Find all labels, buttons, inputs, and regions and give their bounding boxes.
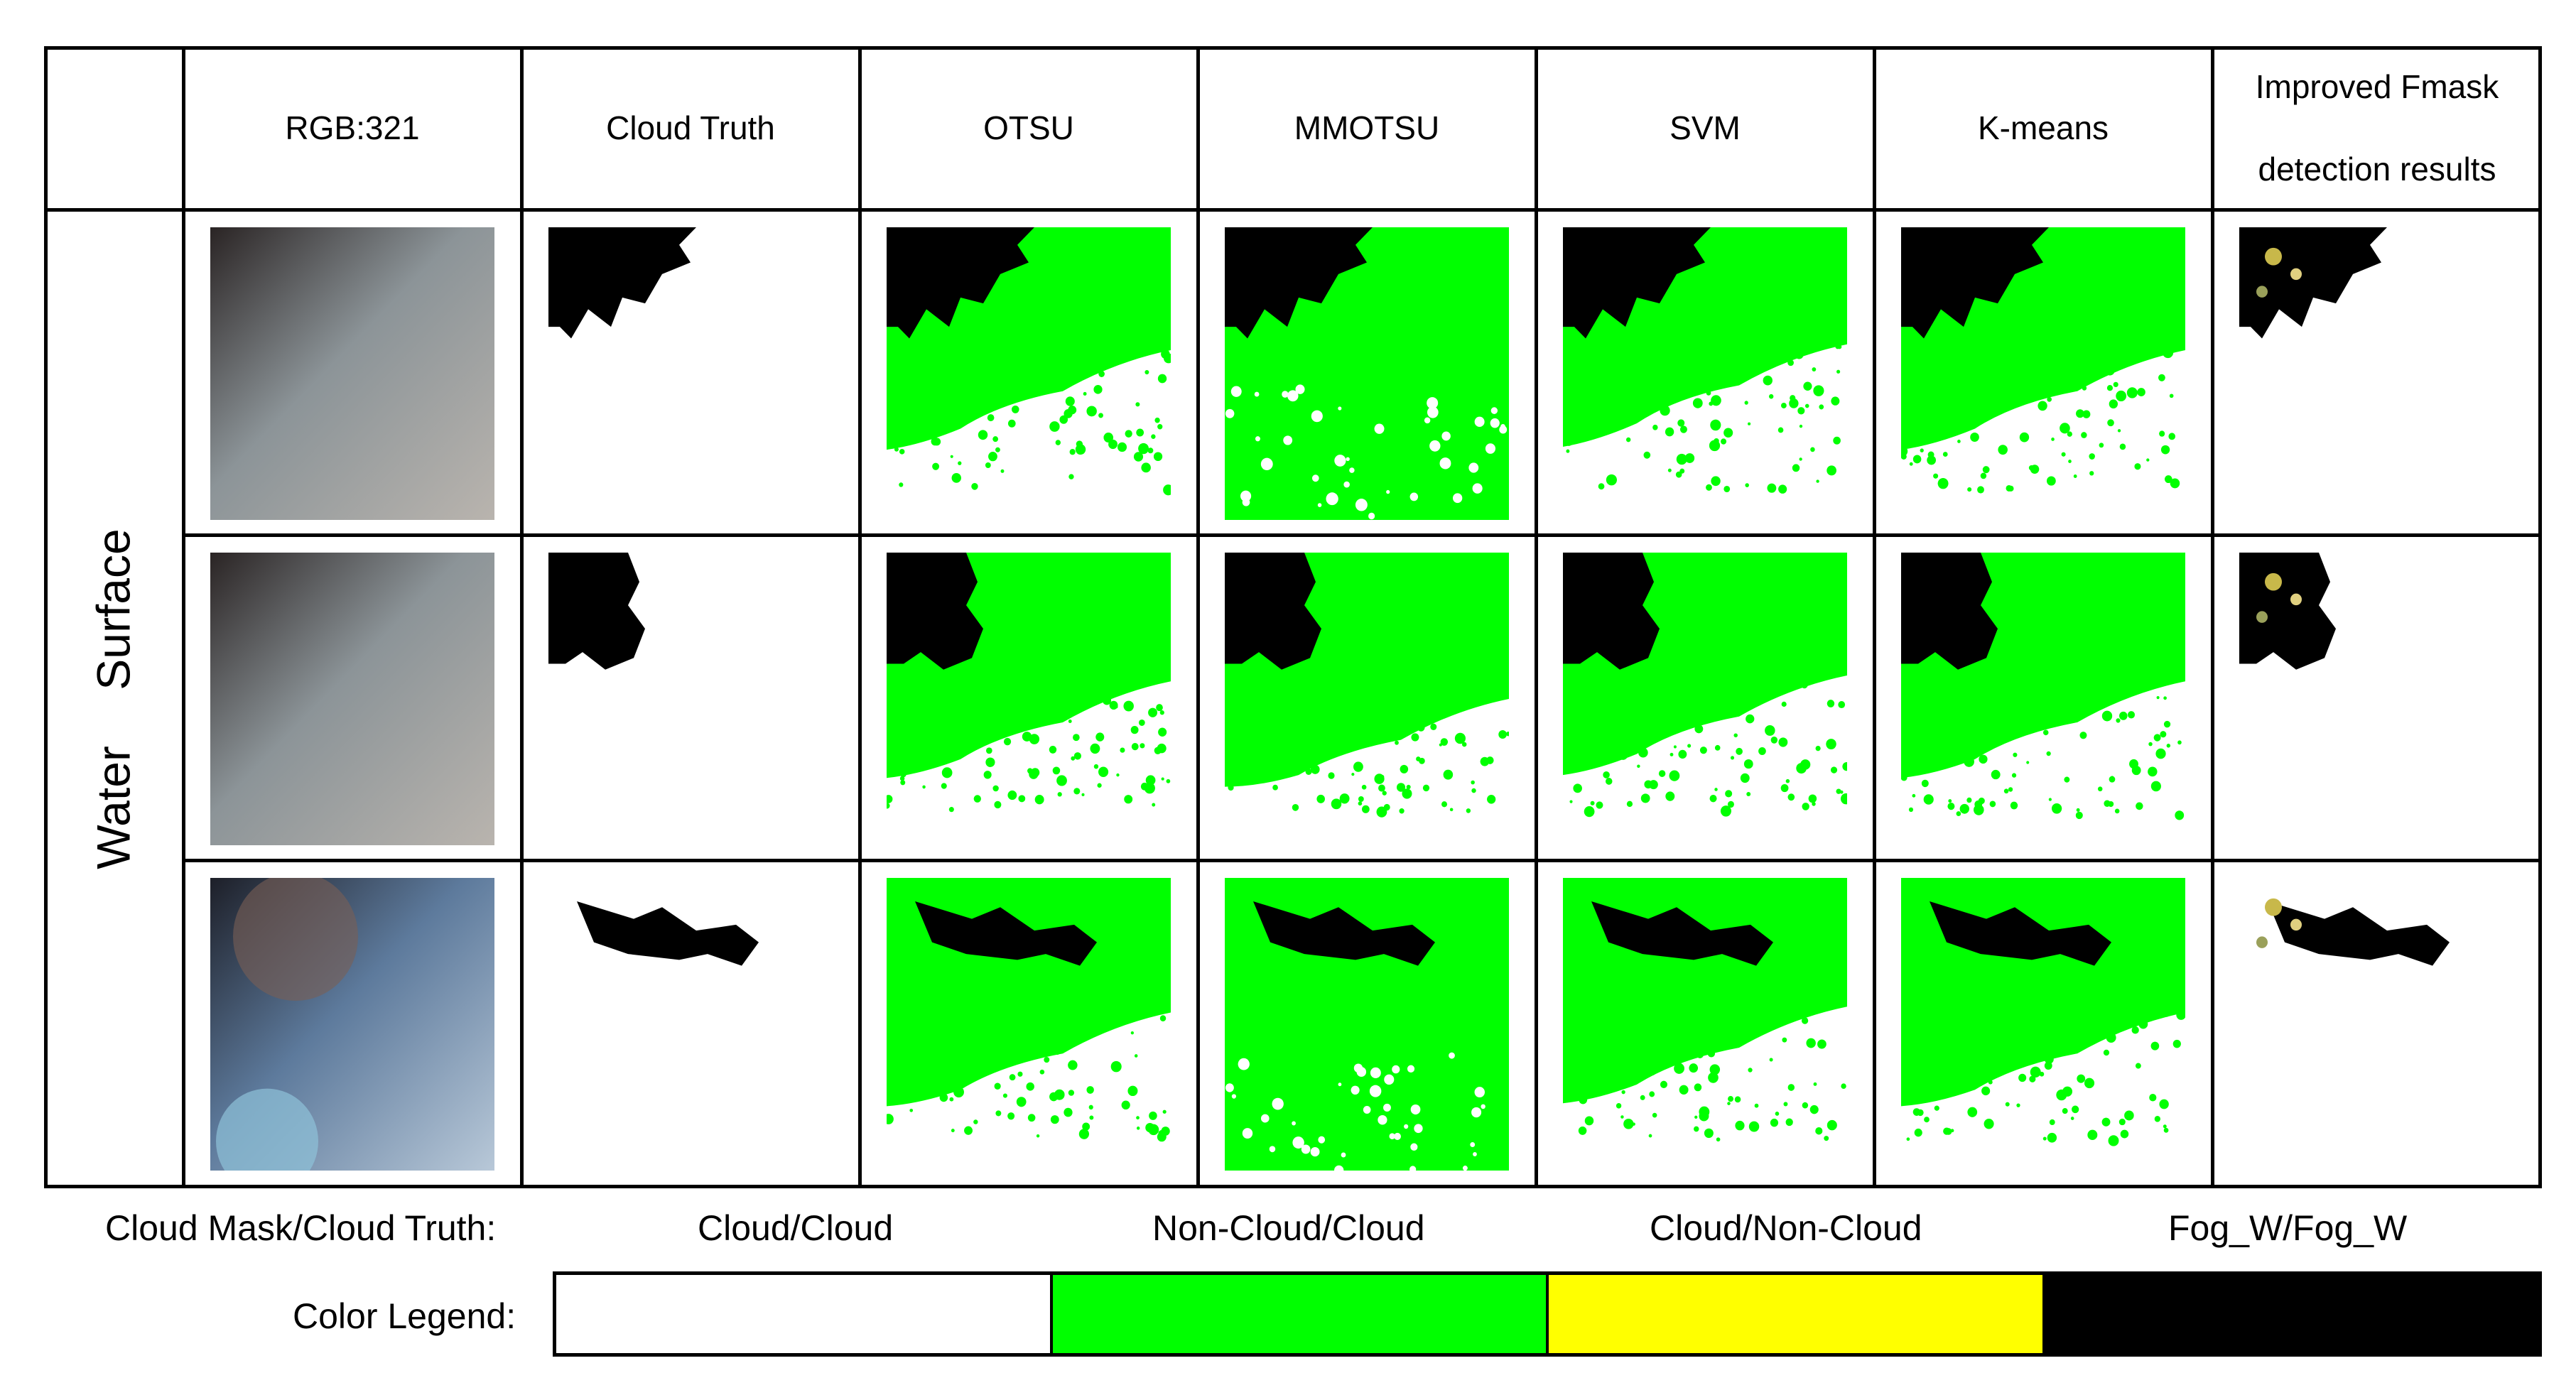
mmotsu-image-row-1 <box>1198 212 1536 535</box>
mmotsu-image-row-3 <box>1198 862 1536 1185</box>
legend-category-fog: Fog_W/Fog_W <box>2168 1208 2408 1248</box>
comparison-table: RGB:321 Cloud Truth OTSU MMOTSU SVM K-me… <box>44 46 2542 1188</box>
svm-image-row-3 <box>1536 862 1874 1185</box>
legend-category-cloud-noncloud: Cloud/Non-Cloud <box>1650 1208 1922 1248</box>
thumbnail <box>887 227 1171 520</box>
thumbnail <box>2239 878 2523 1171</box>
rgb-image-row-2 <box>183 537 521 860</box>
header-svm: SVM <box>1669 109 1741 146</box>
thumbnail <box>2239 553 2523 845</box>
thumbnail <box>210 878 494 1171</box>
header-kmeans: K-means <box>1977 109 2109 146</box>
cloud-truth-image-row-1 <box>521 212 860 535</box>
kmeans-image-row-1 <box>1874 212 2212 535</box>
thumbnail <box>1563 227 1847 520</box>
grid-line <box>182 46 185 1188</box>
header-mmotsu: MMOTSU <box>1294 109 1440 146</box>
legend-mask-label: Cloud Mask/Cloud Truth: <box>105 1208 497 1248</box>
mmotsu-image-row-2 <box>1198 537 1536 860</box>
color-legend-bar <box>553 1271 2542 1357</box>
grid-line <box>44 1185 2542 1188</box>
rgb-image-row-1 <box>183 212 521 535</box>
otsu-image-row-3 <box>860 862 1198 1185</box>
header-rgb: RGB:321 <box>285 109 420 146</box>
grid-line <box>2211 46 2214 1188</box>
kmeans-image-row-3 <box>1874 862 2212 1185</box>
fmask-image-row-2 <box>2212 537 2538 860</box>
grid-line <box>183 859 2542 862</box>
legend-color-label: Color Legend: <box>293 1296 516 1336</box>
header-improved-fmask: Improved Fmask detection results <box>2255 68 2499 188</box>
thumbnail <box>548 227 833 520</box>
grid-line <box>520 46 524 1188</box>
legend-category-cloud-cloud: Cloud/Cloud <box>698 1208 894 1248</box>
thumbnail <box>1563 878 1847 1171</box>
grid-line <box>1196 46 1200 1188</box>
thumbnail <box>1563 553 1847 845</box>
thumbnail <box>1901 553 2185 845</box>
thumbnail <box>1901 227 2185 520</box>
thumbnail <box>887 553 1171 845</box>
swatch-cloud-cloud <box>556 1275 1053 1353</box>
svm-image-row-2 <box>1536 537 1874 860</box>
header-cloud-truth: Cloud Truth <box>606 109 775 146</box>
swatch-fog <box>2045 1275 2538 1353</box>
cloud-truth-image-row-2 <box>521 537 860 860</box>
grid-line <box>44 46 2542 50</box>
legend-category-noncloud-cloud: Non-Cloud/Cloud <box>1152 1208 1425 1248</box>
fmask-image-row-3 <box>2212 862 2538 1185</box>
row-label-water-surface: Water Surface <box>87 528 140 869</box>
fmask-image-row-1 <box>2212 212 2538 535</box>
thumbnail <box>1225 227 1509 520</box>
otsu-image-row-2 <box>860 537 1198 860</box>
grid-line <box>44 46 48 1188</box>
grid-line <box>183 533 2542 537</box>
thumbnail <box>548 553 833 845</box>
thumbnail <box>210 553 494 845</box>
swatch-noncloud-cloud <box>1052 1275 1549 1353</box>
thumbnail <box>210 227 494 520</box>
thumbnail <box>887 878 1171 1171</box>
grid-line <box>858 46 862 1188</box>
thumbnail <box>1225 553 1509 845</box>
swatch-cloud-noncloud <box>1549 1275 2045 1353</box>
thumbnail <box>548 878 833 1171</box>
thumbnail <box>1901 878 2185 1171</box>
otsu-image-row-1 <box>860 212 1198 535</box>
grid-line <box>1535 46 1538 1188</box>
grid-line <box>2538 46 2542 1188</box>
header-otsu: OTSU <box>983 109 1074 146</box>
cloud-truth-image-row-3 <box>521 862 860 1185</box>
thumbnail <box>1225 878 1509 1171</box>
kmeans-image-row-2 <box>1874 537 2212 860</box>
svm-image-row-1 <box>1536 212 1874 535</box>
grid-line <box>1873 46 1876 1188</box>
grid-line <box>44 208 2542 212</box>
thumbnail <box>2239 227 2523 520</box>
rgb-image-row-3 <box>183 862 521 1185</box>
